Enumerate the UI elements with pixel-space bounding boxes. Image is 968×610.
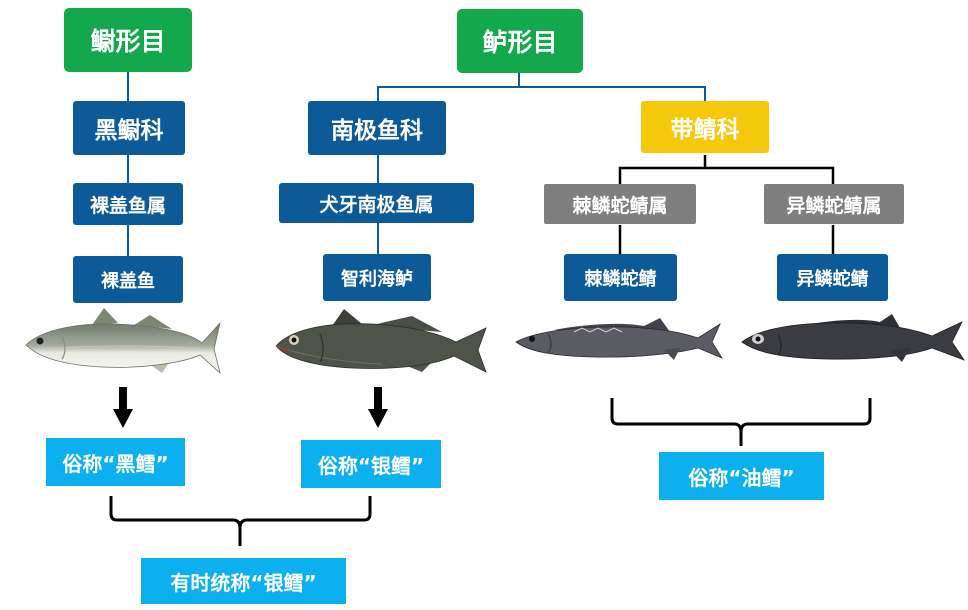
sablefish-image <box>25 308 221 375</box>
genus-dissostichus: 犬牙南极鱼属 <box>279 183 474 223</box>
alias-silver-cod: 俗称“银鳕” <box>301 440 441 488</box>
genus-lepidocybium: 异鳞蛇鲭属 <box>764 184 904 224</box>
toothfish-image <box>275 309 487 373</box>
oilfish-image <box>515 318 724 360</box>
genus-ruvettus: 棘鳞蛇鲭属 <box>544 184 696 224</box>
species-escolar: 异鳞蛇鲭 <box>777 254 888 301</box>
alias-combined: 有时统称“银鳕” <box>141 558 346 604</box>
order-gadiformes: 鳚形目 <box>64 8 192 72</box>
brace-icon <box>610 398 872 446</box>
family-gempylidae: 带鲭科 <box>641 101 769 153</box>
order-perciformes: 鲈形目 <box>457 9 583 73</box>
family-black-cod: 黑鳚科 <box>73 101 185 155</box>
escolar-image <box>741 314 966 362</box>
down-arrow-icon <box>113 387 133 428</box>
down-arrow-icon <box>368 387 388 428</box>
genus-anoplopoma: 裸盖鱼属 <box>73 183 183 225</box>
family-nototheniidae: 南极鱼科 <box>308 101 446 155</box>
species-sablefish: 裸盖鱼 <box>73 256 183 303</box>
alias-black-cod: 俗称“黑鳕” <box>46 438 185 486</box>
alias-oil-cod: 俗称“油鳕” <box>659 452 824 500</box>
brace-icon <box>109 496 372 546</box>
species-oilfish: 棘鳞蛇鲭 <box>564 254 677 301</box>
species-toothfish: 智利海鲈 <box>323 254 431 301</box>
